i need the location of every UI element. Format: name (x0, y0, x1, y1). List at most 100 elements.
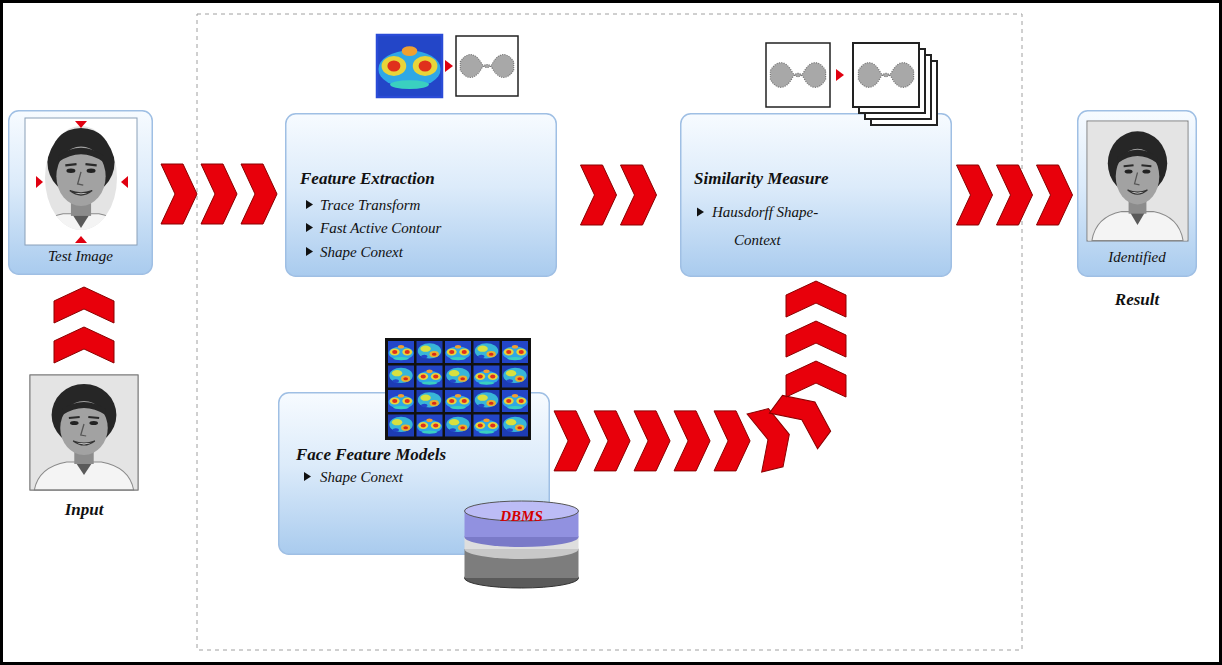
test-image-box: Test Image (8, 110, 153, 275)
box-fill (681, 114, 952, 277)
text-slot: Shape Conext (320, 468, 403, 486)
dashed-region (197, 14, 1022, 650)
chevron-arrow (674, 411, 710, 471)
illustration-part (417, 366, 443, 388)
shape-image (766, 43, 830, 107)
chevron-arrow (634, 411, 670, 471)
text-slot: Hausdorff Shape-Context (712, 198, 842, 254)
chevron-arrow (54, 327, 114, 363)
text-slot: Trace Transform (320, 196, 420, 214)
input-photo: Input (30, 375, 138, 490)
crop-marker (75, 121, 87, 128)
chevron-arrow (714, 411, 750, 471)
illustration-part (388, 341, 414, 363)
illustration-part (502, 366, 528, 388)
box-text: Identified (1108, 249, 1165, 266)
stack-image (853, 43, 919, 107)
illustration-part (445, 366, 471, 388)
illustration-part (417, 415, 443, 437)
shape-wave (460, 55, 513, 78)
text-slot: Similarity Measure (694, 169, 829, 189)
text-slot: Result (1067, 290, 1207, 310)
chevron-arrow (241, 164, 277, 224)
box-text: Trace Transform (320, 197, 420, 214)
crop-marker (121, 176, 128, 188)
crop-marker (75, 236, 87, 243)
chevron-arrow (554, 411, 590, 471)
box-text: Hausdorff Shape-Context (712, 198, 842, 254)
bullet-triangle (306, 200, 313, 209)
chevron-connector (957, 165, 1073, 225)
illustration-part (502, 415, 528, 437)
process-box: Feature ExtractionTrace TransformFast Ac… (285, 113, 557, 277)
chevron-arrow (201, 164, 237, 224)
illustration-part (474, 390, 500, 412)
box-fill (1078, 111, 1197, 277)
bullet-triangle (697, 208, 704, 217)
illustration-part (445, 390, 471, 412)
box-fill (286, 114, 557, 277)
chevron-arrow (997, 165, 1033, 225)
bullet-triangle (304, 472, 311, 481)
illustration-part (388, 366, 414, 388)
text-slot: Feature Extraction (300, 169, 435, 189)
chevron-arrow (769, 384, 839, 449)
input-face (30, 375, 138, 490)
illustration-part (388, 415, 414, 437)
box-fill (9, 111, 153, 275)
bullet-triangle (306, 247, 313, 256)
shape-wave (770, 63, 825, 88)
result-photo-frame (1087, 121, 1188, 241)
text-slot: Test Image (8, 247, 153, 265)
box-heading: Input (65, 500, 104, 520)
chevron-connector (554, 281, 846, 472)
text-slot: Face Feature Models (296, 445, 446, 465)
chevron-arrow (621, 165, 657, 225)
crop-marker (36, 176, 43, 188)
box-text: Result (1115, 290, 1159, 310)
text-slot: Input (10, 500, 158, 520)
box-heading: Feature Extraction (300, 169, 435, 189)
chevron-connector (54, 287, 114, 363)
chevron-arrow (161, 164, 197, 224)
chevron-arrow (786, 321, 846, 357)
box-text: Shape Conext (320, 244, 403, 261)
shape-wave (858, 63, 913, 88)
text-slot: Shape Conext (320, 243, 403, 261)
box-text: Fast Active Contour (320, 220, 441, 237)
model-grid (385, 338, 531, 440)
illustration-part (417, 341, 443, 363)
chevron-connector (581, 165, 657, 225)
heatmap-border (377, 35, 442, 97)
box-heading: Similarity Measure (694, 169, 829, 189)
photo-border (30, 375, 138, 490)
text-slot: DBMS (463, 507, 580, 525)
database-cylinder: DBMS (463, 497, 580, 590)
small-arrow (445, 60, 453, 72)
box-text: Test Image (48, 248, 113, 265)
small-arrow (836, 69, 844, 81)
illustration-part (474, 341, 500, 363)
chevron-arrow (786, 281, 846, 317)
chevron-arrow (1037, 165, 1073, 225)
illustration-part (474, 415, 500, 437)
process-box: Similarity MeasureHausdorff Shape-Contex… (680, 113, 952, 277)
box-heading: DBMS (500, 508, 543, 525)
chevron-connector (161, 164, 277, 224)
test-face (25, 118, 137, 245)
illustration-part (25, 118, 137, 245)
text-slot: Identified (1077, 248, 1197, 266)
box-heading: Face Feature Models (296, 445, 446, 465)
result-face (1088, 122, 1187, 240)
shape-image (456, 36, 518, 96)
chevron-arrow (957, 165, 993, 225)
illustration-part (445, 341, 471, 363)
test-image-frame (25, 118, 137, 245)
result-box: IdentifiedResult (1077, 110, 1197, 277)
illustration-part (474, 366, 500, 388)
